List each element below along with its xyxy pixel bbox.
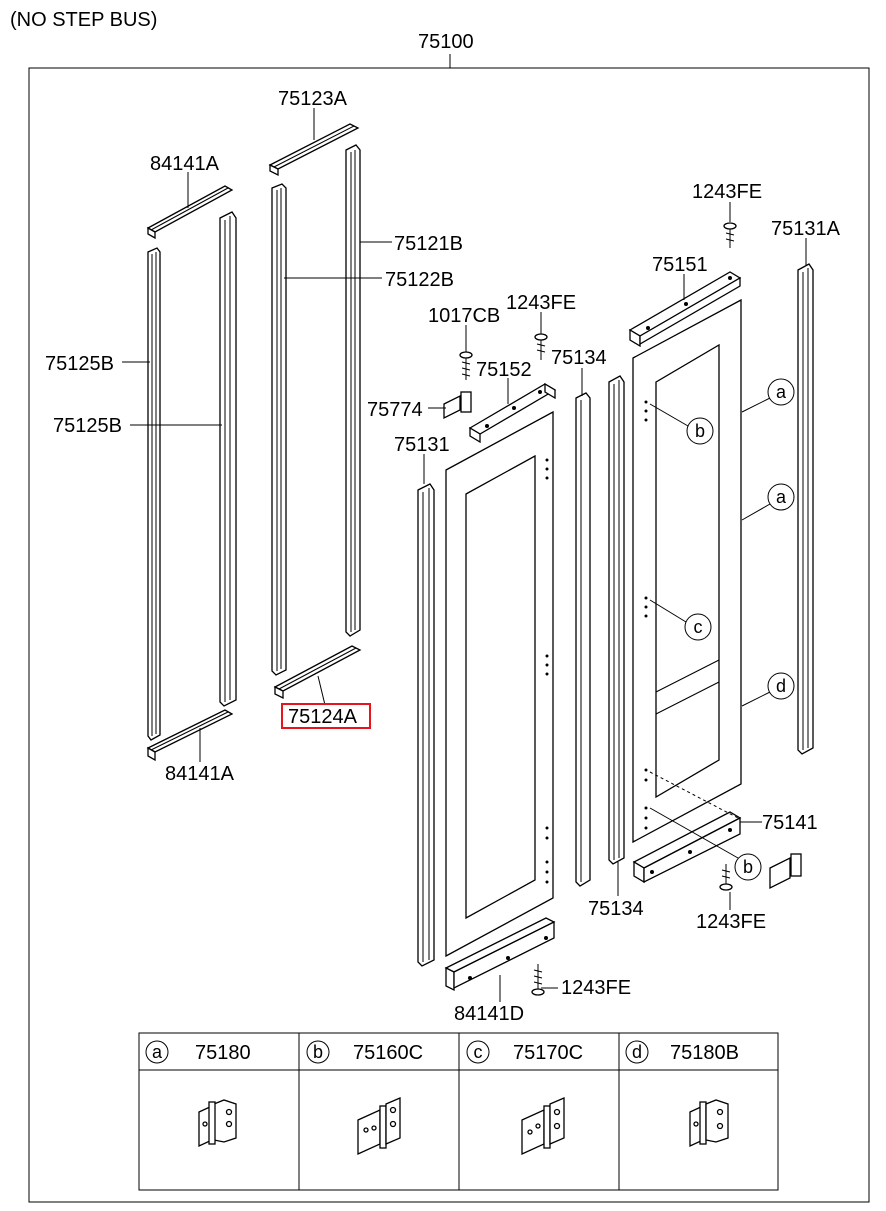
part-84141A-top[interactable] [146, 185, 234, 240]
callout-1243FE-bottom: 1243FE [561, 977, 631, 999]
circle-ref-c: c [684, 613, 712, 641]
part-75152[interactable] [468, 382, 557, 444]
svg-text:c: c [694, 617, 703, 637]
callout-75131: 75131 [394, 434, 450, 456]
highlight-box [281, 703, 371, 729]
part-1243FE-top-right[interactable] [723, 222, 737, 248]
part-75151[interactable] [628, 271, 742, 348]
callout-75125B-2: 75125B [53, 415, 122, 437]
legend-letter-a: a [152, 1042, 163, 1062]
leader-lines [122, 108, 807, 1002]
part-door-panel-rear[interactable] [632, 298, 742, 844]
diagram-frame [28, 67, 870, 1203]
callout-75134-top: 75134 [551, 347, 607, 369]
callout-1243FE-bottom-right: 1243FE [696, 911, 766, 933]
svg-text:a: a [776, 487, 787, 507]
callout-84141A-top: 84141A [150, 153, 220, 175]
legend-cell-c[interactable]: c 75170C [466, 1040, 583, 1156]
circle-ref-b-1: b [686, 417, 714, 445]
callout-75141: 75141 [762, 812, 818, 834]
hinge-icon-a [198, 1099, 237, 1148]
part-1243FE-mid-top[interactable] [534, 333, 548, 360]
hinge-icon-d [689, 1099, 729, 1148]
part-1243FE-bottom-right[interactable] [719, 864, 733, 891]
hinge-icon-b [357, 1097, 401, 1156]
part-75131[interactable] [417, 483, 435, 967]
callout-84141D: 84141D [454, 1003, 524, 1025]
legend-part-d: 75180B [670, 1042, 739, 1064]
hinge-icon-c [521, 1097, 565, 1156]
assembly-number: 75100 [418, 31, 474, 53]
callout-1243FE-top-right: 1243FE [692, 181, 762, 203]
callout-75774: 75774 [367, 399, 423, 421]
part-hinge-small[interactable] [769, 853, 802, 890]
legend-letter-c: c [474, 1042, 483, 1062]
part-75134-mid[interactable] [575, 392, 591, 887]
callout-75152: 75152 [476, 359, 532, 381]
header-note: (NO STEP BUS) [10, 9, 157, 31]
part-1243FE-bottom[interactable] [531, 964, 545, 996]
callout-1243FE-mid-top: 1243FE [506, 292, 576, 314]
circle-ref-a-2: a [767, 483, 795, 511]
callout-84141A-bottom: 84141A [165, 763, 235, 785]
part-84141A-bottom[interactable] [146, 709, 234, 762]
callout-75124A[interactable]: 75124A [288, 706, 358, 728]
legend-table [138, 1032, 779, 1191]
part-75774[interactable] [443, 391, 472, 420]
callout-75125B-1: 75125B [45, 353, 114, 375]
legend-letter-b: b [313, 1042, 323, 1062]
part-75131A[interactable] [797, 263, 814, 755]
svg-text:d: d [776, 676, 786, 696]
circle-ref-a-1: a [767, 378, 795, 406]
part-75125B-left[interactable] [147, 247, 161, 741]
part-75141[interactable] [632, 811, 742, 884]
part-84141D[interactable] [444, 917, 556, 992]
callout-75134-bottom: 75134 [588, 898, 644, 920]
svg-text:a: a [776, 382, 787, 402]
callout-75123A: 75123A [278, 88, 348, 110]
part-75124A[interactable] [273, 645, 362, 700]
legend-part-c: 75170C [513, 1042, 583, 1064]
part-75121B[interactable] [345, 144, 361, 637]
legend-part-b: 75160C [353, 1042, 423, 1064]
legend-cell-d[interactable]: d 75180B [625, 1040, 739, 1148]
part-door-panel-front[interactable] [445, 410, 554, 958]
svg-text:b: b [743, 857, 753, 877]
part-75122B[interactable] [271, 183, 287, 676]
callout-1017CB: 1017CB [428, 305, 500, 327]
svg-text:b: b [695, 421, 705, 441]
callout-75121B: 75121B [394, 233, 463, 255]
part-75125B-right[interactable] [219, 211, 237, 707]
legend-letter-d: d [632, 1042, 642, 1062]
callout-75151: 75151 [652, 254, 708, 276]
part-75134-right[interactable] [608, 375, 625, 865]
callout-75122B: 75122B [385, 269, 454, 291]
legend-cell-a[interactable]: a 75180 [145, 1040, 251, 1148]
part-1017CB[interactable] [459, 351, 473, 380]
part-75123A[interactable] [268, 123, 360, 177]
callout-75131A: 75131A [771, 218, 841, 240]
legend-cell-b[interactable]: b 75160C [306, 1040, 423, 1156]
legend-part-a: 75180 [195, 1042, 251, 1064]
circle-ref-b-2: b [734, 853, 762, 881]
circle-ref-d: d [767, 672, 795, 700]
